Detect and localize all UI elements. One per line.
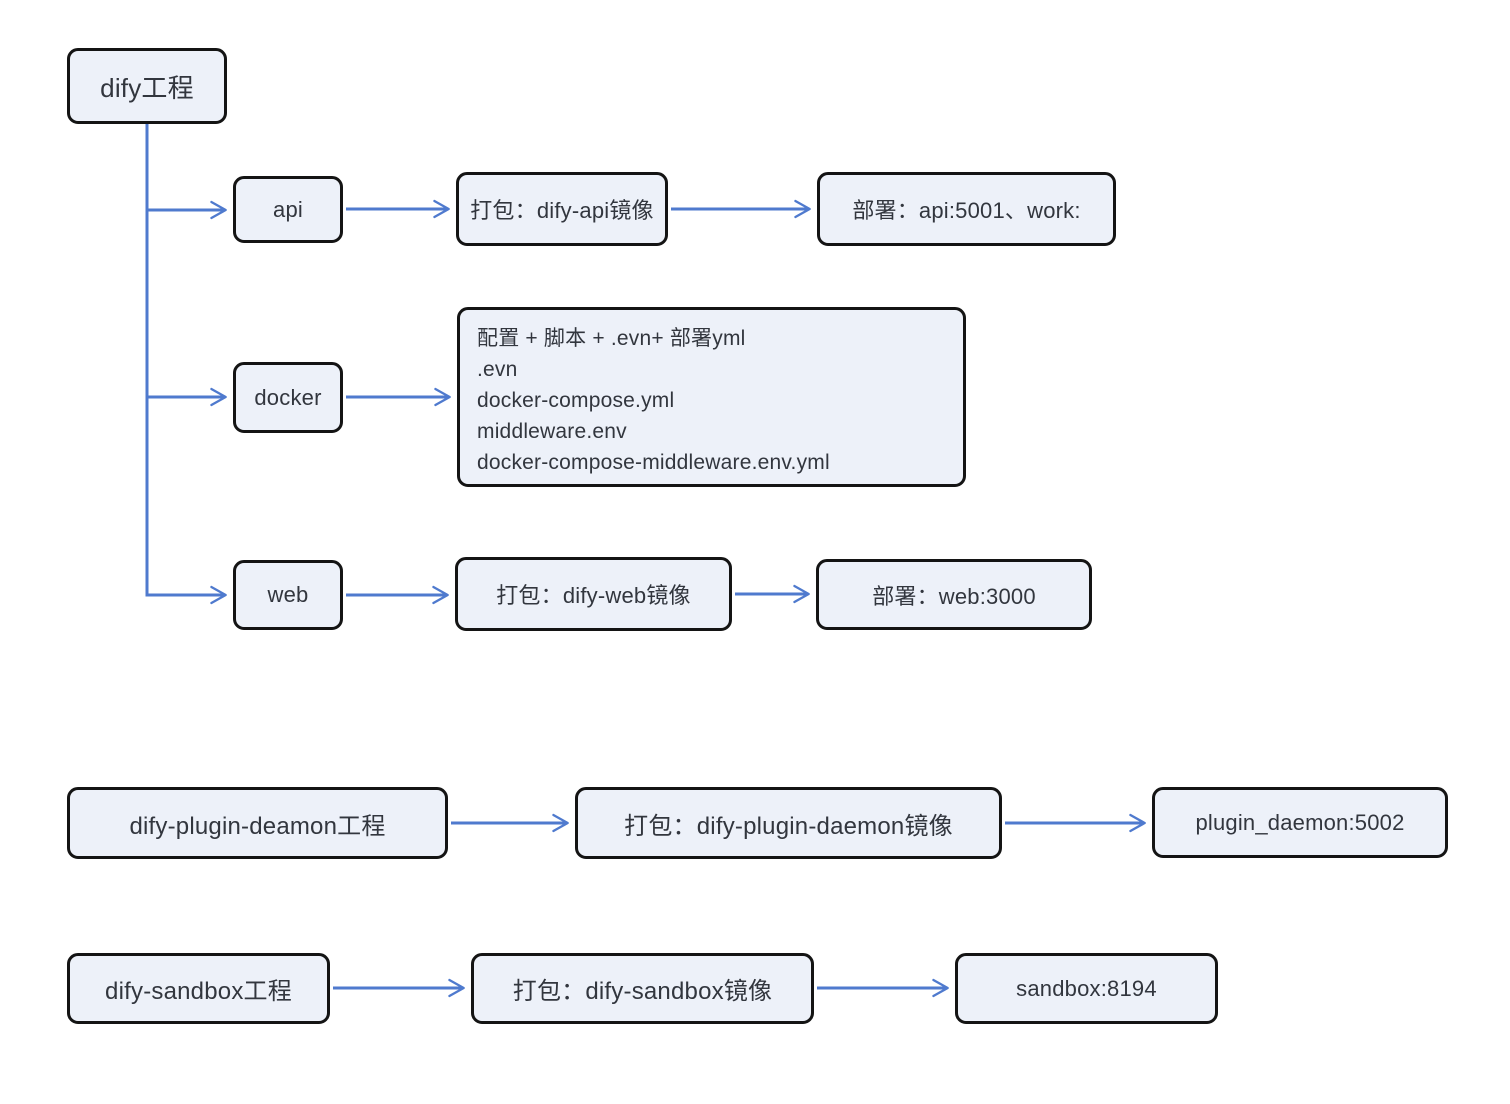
node-web-build: 打包：dify-web镜像 xyxy=(455,557,732,631)
node-dify-project: dify工程 xyxy=(67,48,227,124)
node-plugin-build: 打包：dify-plugin-daemon镜像 xyxy=(575,787,1002,859)
docker-files-line: middleware.env xyxy=(477,420,627,443)
node-web-deploy: 部署：web:3000 xyxy=(816,559,1092,630)
node-web: web xyxy=(233,560,343,630)
node-sandbox-project: dify-sandbox工程 xyxy=(67,953,330,1024)
docker-files-line: 配置 + 脚本 + .evn+ 部署yml xyxy=(477,327,746,350)
docker-files-line: docker-compose.yml xyxy=(477,389,675,412)
node-sandbox-deploy: sandbox:8194 xyxy=(955,953,1218,1024)
node-plugin-project: dify-plugin-deamon工程 xyxy=(67,787,448,859)
node-api: api xyxy=(233,176,343,243)
node-api-build: 打包：dify-api镜像 xyxy=(456,172,668,246)
node-plugin-deploy: plugin_daemon:5002 xyxy=(1152,787,1448,858)
node-docker-files: 配置 + 脚本 + .evn+ 部署yml .evn docker-compos… xyxy=(457,307,966,487)
node-sandbox-build: 打包：dify-sandbox镜像 xyxy=(471,953,814,1024)
edge-dify-to-web-elbow xyxy=(145,124,227,605)
node-api-deploy: 部署：api:5001、work: xyxy=(817,172,1116,246)
docker-files-line: .evn xyxy=(477,358,518,381)
docker-files-line: docker-compose-middleware.env.yml xyxy=(477,451,830,474)
node-docker: docker xyxy=(233,362,343,433)
